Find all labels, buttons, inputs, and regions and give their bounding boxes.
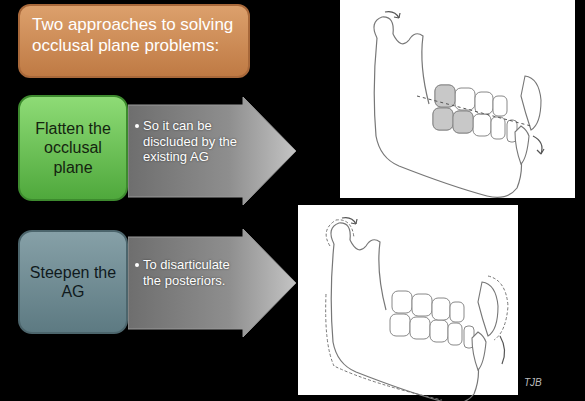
bullet-text: To disarticulate the posteriors. [143,257,240,288]
image-panel [340,0,575,198]
approach-box: Steepen the AG [18,230,128,334]
watermark: TJB [524,377,542,388]
jaw-drawing [453,111,473,133]
jaw-drawing [326,220,354,246]
arrow-shape-fill [128,229,296,337]
title-box: Two approaches to solving occlusal plane… [18,4,250,78]
jaw-drawing [537,149,544,154]
bullet [135,124,139,128]
arrow-shape-fill [128,97,296,205]
box-text: Two approaches to solving occlusal plane… [32,14,236,57]
jaw-drawing [433,108,453,130]
jaw-drawing [500,336,505,364]
bullet [135,263,139,267]
box-text: Steepen the AG [26,263,120,301]
bullet-item: To disarticulate the posteriors. [134,257,240,288]
approach-box: Flatten the occlusal plane [18,95,128,201]
bullet-item: So it can be discluded by the existing A… [134,118,240,165]
jaw-drawing [326,294,442,400]
jaw-drawing [488,276,508,340]
jaw-drawing [374,12,541,198]
jaw-drawing [326,218,508,401]
jaw-drawing [435,85,455,107]
jaw-drawing [374,12,544,198]
arrow-shape: So it can be discluded by the existing A… [128,97,296,205]
jaw-drawing [417,96,531,126]
jaw-drawing [331,218,498,401]
jaw-drawing [433,85,473,133]
bullet-text: So it can be discluded by the existing A… [143,118,240,165]
arrow-shape: To disarticulate the posteriors. [128,229,296,337]
box-text: Flatten the occlusal plane [26,119,120,177]
